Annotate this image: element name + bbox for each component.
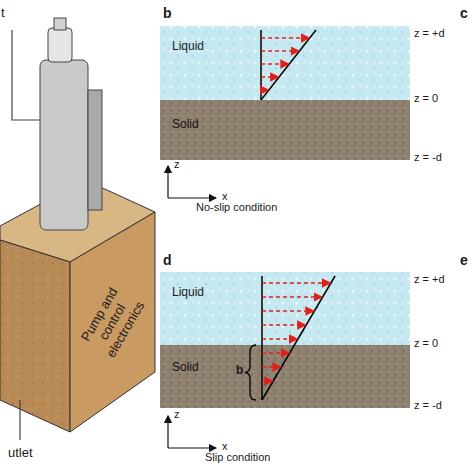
panel-letter: d [163, 252, 172, 268]
velocity-arrow [262, 324, 305, 326]
height-label: z = 0 [414, 337, 438, 350]
velocity-arrow [262, 338, 297, 340]
velocity-arrow [261, 76, 278, 78]
height-label: z = +d [414, 27, 445, 40]
velocity-arrow [261, 89, 268, 91]
slip-length-label: b [236, 364, 243, 378]
callout-text: utlet [8, 446, 33, 461]
velocity-arrow [262, 282, 330, 284]
velocity-arrow [262, 352, 289, 354]
device-drawing [0, 18, 155, 440]
height-label: z = -d [414, 151, 442, 164]
panel-letter: b [163, 5, 172, 21]
panel-letter: c [460, 5, 468, 21]
velocity-arrow [261, 50, 299, 52]
axis-label: z [174, 408, 180, 421]
velocity-arrow [262, 296, 322, 298]
velocity-arrow [262, 310, 313, 312]
axis-label: z [174, 158, 180, 171]
velocity-arrow [261, 37, 309, 39]
region-label: Liquid [172, 286, 204, 300]
velocity-arrow [262, 366, 280, 368]
height-label: z = +d [414, 273, 445, 286]
no-slip-panel [160, 26, 410, 198]
height-label: z = -d [414, 399, 442, 412]
axis-label: x [222, 190, 228, 203]
region-label: Liquid [172, 40, 204, 54]
solid-region: Solid [160, 100, 410, 160]
slip-panel [160, 272, 410, 448]
axis-label: x [222, 440, 228, 453]
condition-caption: No-slip condition [196, 201, 277, 214]
solid-region: Solid [160, 345, 410, 408]
condition-caption: Slip condition [205, 451, 270, 464]
liquid-region: Liquid [160, 272, 410, 345]
height-label: z = 0 [414, 92, 438, 105]
velocity-arrow [262, 380, 272, 382]
region-label: Solid [172, 361, 199, 375]
panel-letter: e [460, 252, 468, 268]
liquid-region: Liquid [160, 26, 410, 100]
velocity-arrow [261, 63, 288, 65]
slip-length-bracket [245, 345, 256, 400]
region-label: Solid [172, 118, 199, 132]
callout-text: t [1, 6, 5, 21]
